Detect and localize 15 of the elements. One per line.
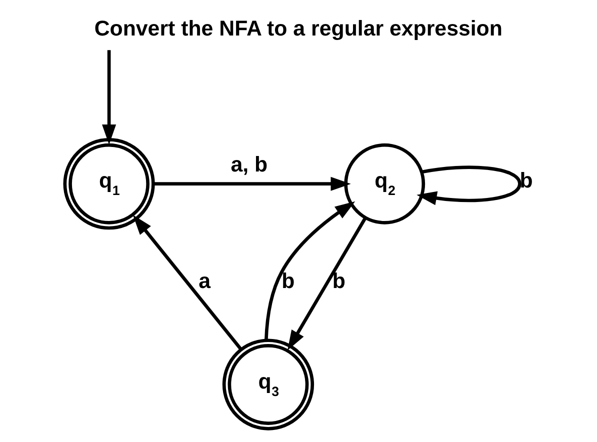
node-circle: q$_{3}$ (222, 338, 314, 430)
node-circle: q$_{2}$ (344, 142, 425, 224)
node-circle: q$_{1}$ (62, 138, 154, 230)
edge-label: b (519, 168, 532, 192)
edge-label: b (332, 268, 346, 292)
diagram-title: Convert the NFA to a regular expression (94, 16, 502, 40)
arrow (416, 165, 521, 205)
edge-label: b (281, 268, 294, 292)
arrow (152, 176, 350, 190)
arrow (264, 200, 355, 340)
arrow (132, 214, 242, 350)
edge-label: a (198, 268, 210, 292)
edge-label: a, b (230, 152, 268, 176)
arrow (102, 50, 116, 144)
arrow (286, 216, 366, 350)
